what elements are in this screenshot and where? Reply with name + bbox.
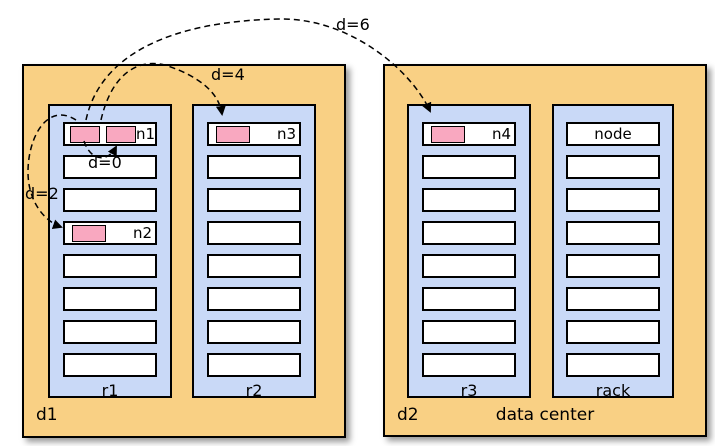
rack-label-r1: r1 <box>101 381 119 400</box>
node-slot <box>422 155 516 179</box>
node-slot <box>63 188 157 212</box>
node-slot <box>207 155 301 179</box>
node-slot-n3: n3 <box>207 122 301 146</box>
node-chip <box>106 125 136 143</box>
node-slot <box>566 188 660 212</box>
node-slot-generic: node <box>566 122 660 146</box>
node-slot <box>422 353 516 377</box>
node-slot-n4: n4 <box>422 122 516 146</box>
datacenter-d1: n1 n2 r1 n3 r <box>22 64 346 438</box>
node-slot <box>207 221 301 245</box>
node-chip <box>431 125 465 143</box>
node-slot <box>566 254 660 278</box>
rack-label-r2: r2 <box>245 381 263 400</box>
node-slot <box>207 353 301 377</box>
node-label: n4 <box>491 124 511 143</box>
node-slot <box>566 287 660 311</box>
node-slot <box>207 287 301 311</box>
node-label: n2 <box>132 223 152 242</box>
node-label: node <box>594 124 632 143</box>
node-chip <box>216 125 250 143</box>
node-chip <box>72 224 106 242</box>
node-slot <box>207 188 301 212</box>
rack-generic: node rack <box>552 104 674 400</box>
distance-label-d2: d=2 <box>25 184 59 203</box>
datacenter-label-d1: d1 <box>36 405 58 425</box>
distance-label-d6: d=6 <box>336 15 370 34</box>
rack-r1: n1 n2 r1 <box>48 104 172 400</box>
node-slot <box>63 254 157 278</box>
distance-label-d4: d=4 <box>211 65 245 84</box>
node-slot <box>63 353 157 377</box>
rack-label-generic: rack <box>595 381 631 400</box>
node-slot <box>63 287 157 311</box>
node-slot <box>422 287 516 311</box>
node-slot <box>207 254 301 278</box>
node-slot <box>566 221 660 245</box>
rack-label-r3: r3 <box>460 381 478 400</box>
node-slot-n2: n2 <box>63 221 157 245</box>
node-slot <box>566 155 660 179</box>
node-slot <box>566 353 660 377</box>
node-slot-n1: n1 <box>63 122 157 146</box>
node-slot <box>566 320 660 344</box>
node-slot <box>422 188 516 212</box>
node-slot <box>207 320 301 344</box>
node-label: n3 <box>276 124 296 143</box>
node-slot <box>422 221 516 245</box>
datacenter-d2: n4 r3 node rack d2 data center <box>383 64 707 437</box>
node-slot <box>422 320 516 344</box>
node-label: n1 <box>136 124 156 143</box>
datacenter-label-d2: d2 <box>397 405 419 425</box>
node-slot <box>422 254 516 278</box>
node-chip <box>70 125 100 143</box>
rack-r2: n3 r2 <box>192 104 316 400</box>
distance-label-d0: d=0 <box>88 153 122 172</box>
rack-r3: n4 r3 <box>407 104 531 400</box>
datacenter-caption: data center <box>495 405 595 425</box>
node-slot <box>63 320 157 344</box>
